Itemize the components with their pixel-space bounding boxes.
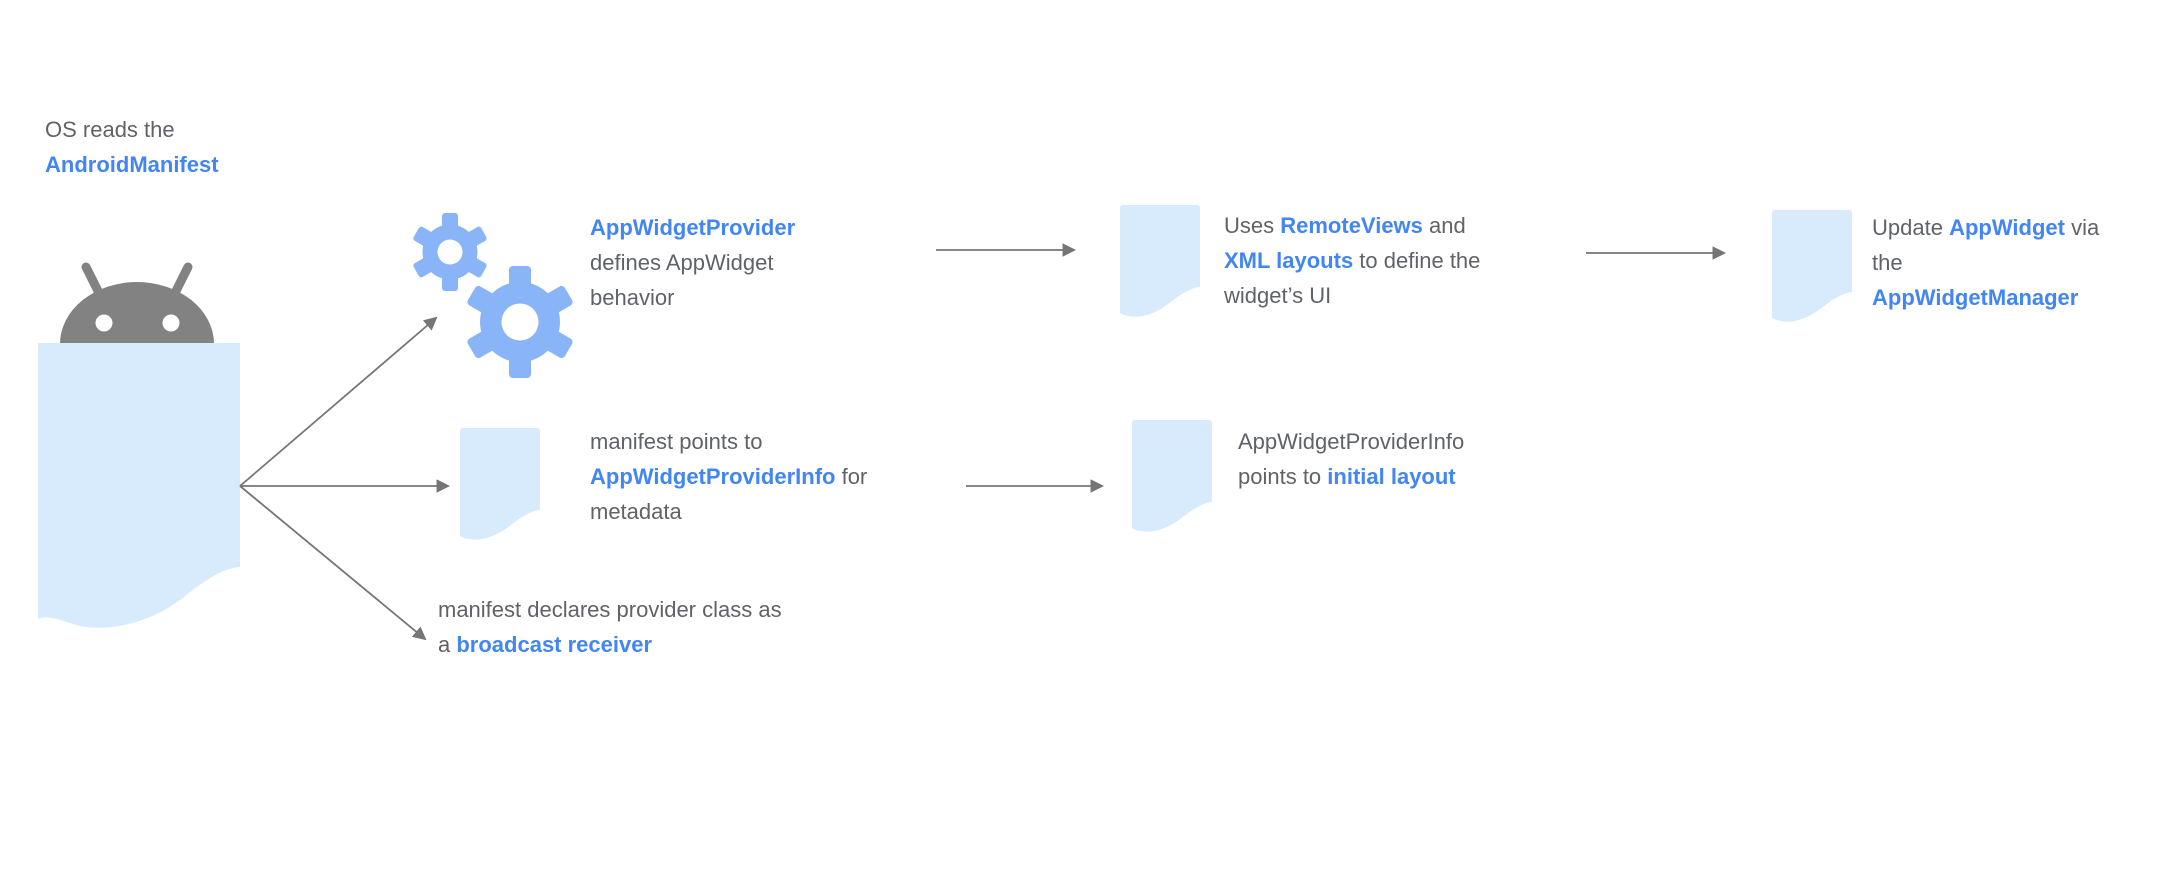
- initiallayout-label: AppWidgetProviderInfo points to initial …: [1238, 424, 1464, 494]
- link-xml-layouts[interactable]: XML layouts: [1224, 248, 1354, 273]
- document-icon: [1772, 210, 1852, 322]
- gears-icon: [413, 213, 573, 378]
- link-androidmanifest[interactable]: AndroidManifest: [45, 152, 219, 177]
- link-appwidget[interactable]: AppWidget: [1949, 215, 2065, 240]
- remoteviews-label: Uses RemoteViews and XML layouts to defi…: [1224, 208, 1480, 313]
- remoteviews-text-4: widget’s UI: [1224, 283, 1332, 308]
- update-text-1: Update: [1872, 215, 1950, 240]
- providerinfo-text-3: metadata: [590, 499, 682, 524]
- fan-arrows: [239, 316, 451, 641]
- initiallayout-text-1: AppWidgetProviderInfo: [1238, 429, 1465, 454]
- document-icon: [460, 428, 540, 540]
- arrow-manifest-to-broadcast: [239, 485, 427, 641]
- os-reads-label: OS reads the AndroidManifest: [45, 112, 219, 182]
- provider-text-line2: defines AppWidget: [590, 250, 774, 275]
- document-icon: [1120, 205, 1200, 317]
- link-initial-layout[interactable]: initial layout: [1327, 464, 1456, 489]
- document-icon: [1132, 420, 1212, 532]
- provider-label: AppWidgetProvider defines AppWidget beha…: [590, 210, 795, 315]
- broadcast-text-1: manifest declares provider class as: [438, 597, 782, 622]
- android-robot-icon: [60, 262, 214, 344]
- providerinfo-text-1: manifest points to: [590, 429, 763, 454]
- update-text-2: via: [2064, 215, 2100, 240]
- link-broadcast-receiver[interactable]: broadcast receiver: [456, 632, 653, 657]
- link-appwidgetmanager[interactable]: AppWidgetManager: [1872, 285, 2079, 310]
- android-manifest-node: [38, 262, 240, 628]
- flow-arrows: [936, 243, 1727, 493]
- providerinfo-label: manifest points to AppWidgetProviderInfo…: [590, 424, 867, 529]
- os-reads-text: OS reads the: [45, 117, 175, 142]
- remoteviews-text-2: and: [1422, 213, 1466, 238]
- remoteviews-text-1: Uses: [1224, 213, 1281, 238]
- remoteviews-text-3: to define the: [1353, 248, 1481, 273]
- arrow-manifest-to-gears: [239, 316, 438, 487]
- provider-text-line3: behavior: [590, 285, 675, 310]
- initiallayout-text-2: points to: [1238, 464, 1328, 489]
- broadcast-text-2: a: [438, 632, 457, 657]
- providerinfo-text-2: for: [835, 464, 868, 489]
- link-remoteviews[interactable]: RemoteViews: [1280, 213, 1423, 238]
- update-text-3: the: [1872, 250, 1903, 275]
- update-label: Update AppWidget via the AppWidgetManage…: [1872, 210, 2099, 315]
- broadcast-label: manifest declares provider class as a br…: [438, 592, 782, 662]
- link-appwidgetproviderinfo[interactable]: AppWidgetProviderInfo: [590, 464, 836, 489]
- link-appwidgetprovider[interactable]: AppWidgetProvider: [590, 215, 796, 240]
- manifest-document-icon: [38, 343, 240, 628]
